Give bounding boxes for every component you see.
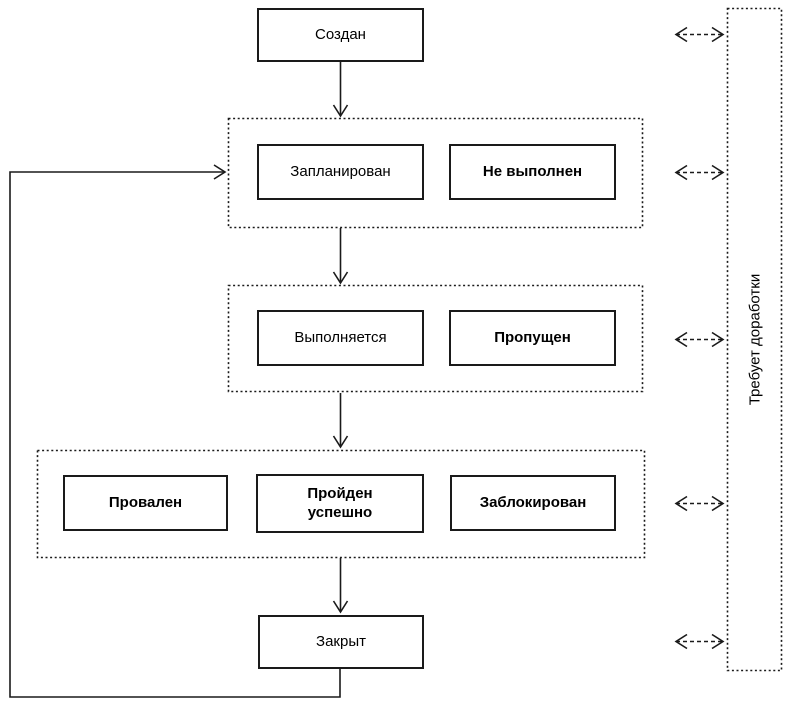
rework-panel-label: Требует доработки	[746, 273, 764, 406]
node-closed-label: Закрыт	[316, 632, 366, 650]
node-closed: Закрыт	[258, 615, 424, 669]
node-executing-label: Выполняется	[294, 328, 387, 346]
node-skipped-label: Пропущен	[494, 328, 571, 346]
rework-panel: Требует доработки	[727, 8, 782, 671]
result-group-border	[36, 449, 646, 559]
node-blocked-label: Заблокирован	[479, 493, 587, 511]
arrow-closed-to-planned-loop-icon	[9, 164, 341, 698]
planned-group-border	[227, 117, 644, 229]
executing-group-border	[227, 284, 644, 393]
node-passed: Пройден успешно	[256, 474, 424, 533]
node-failed: Провален	[63, 475, 228, 531]
node-blocked: Заблокирован	[450, 475, 616, 531]
node-not-executed: Не выполнен	[449, 144, 616, 200]
node-planned: Запланирован	[257, 144, 424, 200]
rework-panel-border	[726, 7, 783, 672]
node-failed-label: Провален	[108, 493, 183, 511]
node-not-executed-label: Не выполнен	[482, 162, 583, 180]
node-executing: Выполняется	[257, 310, 424, 366]
node-created-label: Создан	[315, 25, 366, 43]
node-created: Создан	[257, 8, 424, 62]
node-planned-label: Запланирован	[290, 162, 391, 180]
node-skipped: Пропущен	[449, 310, 616, 366]
node-passed-label: Пройден успешно	[307, 484, 373, 521]
